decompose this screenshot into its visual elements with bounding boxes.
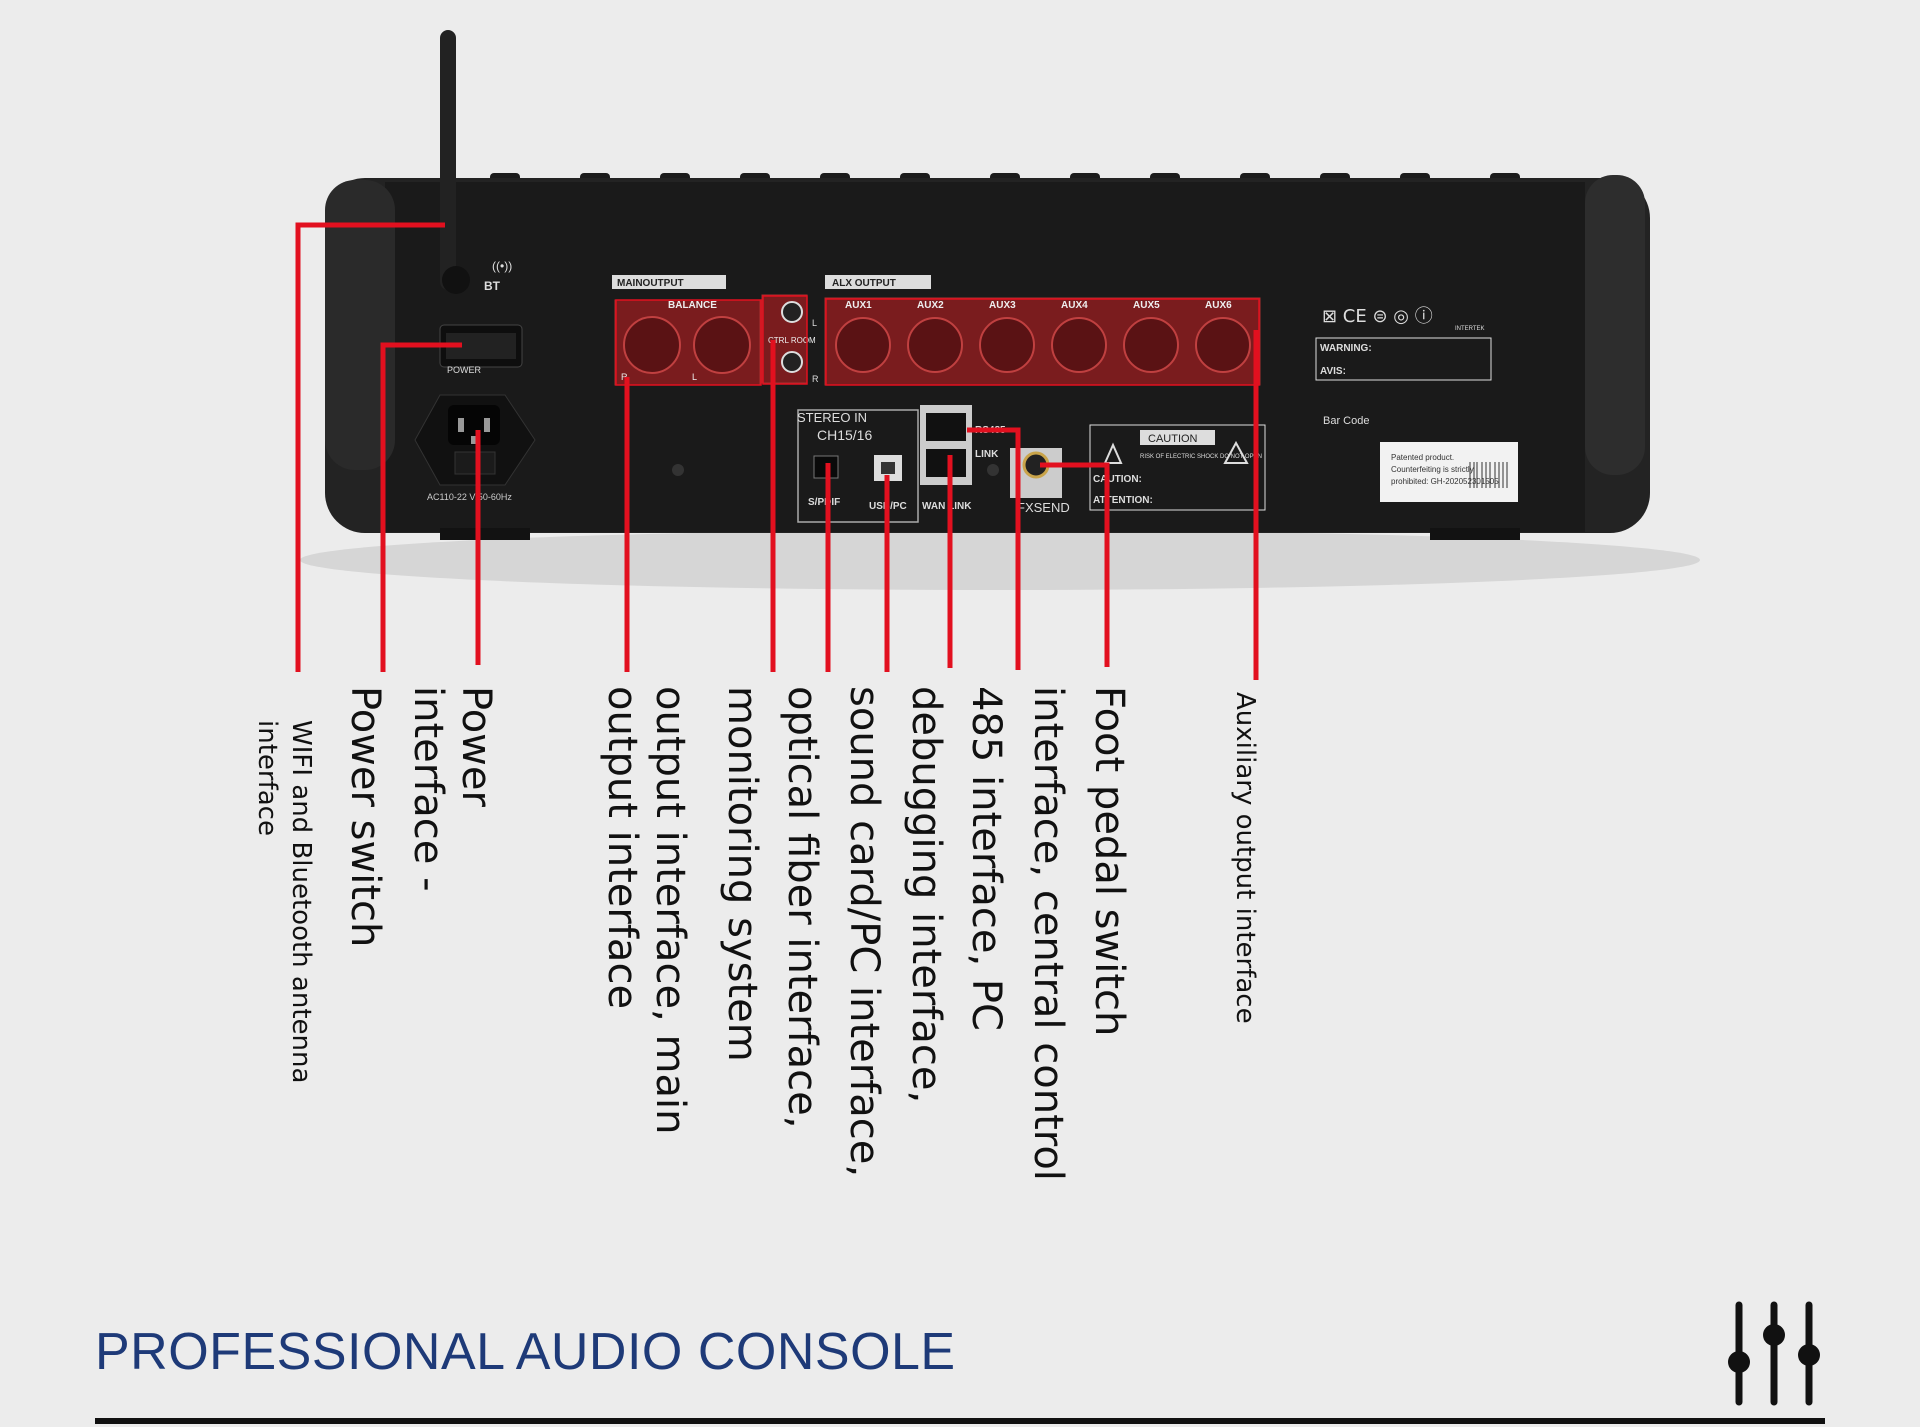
voltage-label: AC110-22 V/50-60Hz xyxy=(427,492,512,502)
stereo-in-box xyxy=(797,409,919,523)
certification-icons: ⊠ CE ⊜ ◎ ⓘ xyxy=(1322,306,1433,327)
barcode-lines xyxy=(1469,462,1508,488)
warning-box xyxy=(1315,337,1492,381)
sound-card-callout: sound card/PC interface, xyxy=(841,686,887,1178)
ch-label: CH15/16 xyxy=(817,427,872,443)
ctrl-r-label: R xyxy=(812,374,819,384)
footer-rule xyxy=(95,1418,1825,1424)
callout-lines xyxy=(295,222,1259,680)
aux-jacks: AUX1 AUX2 AUX3 AUX4 AUX5 AUX6 xyxy=(835,300,1251,373)
aux-label-3: AUX3 xyxy=(989,300,1016,311)
aux-label-6: AUX6 xyxy=(1205,300,1232,311)
lightning-warning-icon xyxy=(1103,442,1123,464)
aux-xlr-1[interactable] xyxy=(835,317,891,373)
balance-label: BALANCE xyxy=(668,300,717,311)
aux-label-5: AUX5 xyxy=(1133,300,1160,311)
page-title: PROFESSIONAL AUDIO CONSOLE xyxy=(95,1323,956,1381)
barcode-label: Bar Code xyxy=(1323,415,1369,427)
mixer-fader-icon xyxy=(1728,1301,1820,1406)
debugging-callout: debugging interface, xyxy=(903,686,949,1104)
patent-line2: Counterfeiting is strictly xyxy=(1391,465,1474,474)
power-switch-callout: Power switch xyxy=(342,686,388,948)
main-xlr-l[interactable] xyxy=(693,316,751,374)
patent-line1: Patented product. xyxy=(1391,453,1454,462)
floor-shadow xyxy=(300,530,1700,590)
bt-label: BT xyxy=(484,279,501,293)
right-end-cap xyxy=(1585,175,1645,475)
stereo-in-label: STEREO IN xyxy=(797,410,867,425)
avis-label: AVIS: xyxy=(1320,366,1346,377)
main-output-title: MAINOUTPUT xyxy=(617,278,684,289)
caution-label: CAUTION: xyxy=(1093,474,1142,485)
left-end-cap xyxy=(325,180,395,470)
fxsend-label: FXSEND xyxy=(1017,500,1070,515)
aux-label-1: AUX1 xyxy=(845,300,872,311)
aux-xlr-6[interactable] xyxy=(1195,317,1251,373)
ctrl-room-label: CTRL ROOM xyxy=(768,336,816,345)
aux-label-2: AUX2 xyxy=(917,300,944,311)
bt-wave-icon: ((•)) xyxy=(492,259,512,273)
main-output-callout: output interface, main output interface xyxy=(599,686,693,1135)
aux-output-title: ALX OUTPUT xyxy=(832,278,896,289)
aux-xlr-5[interactable] xyxy=(1123,317,1179,373)
caution-title: CAUTION xyxy=(1148,433,1198,445)
power-interface-callout: Power interface - xyxy=(405,686,499,892)
wan-link-port[interactable] xyxy=(926,449,966,477)
ctrl-room-l-jack[interactable] xyxy=(781,301,803,323)
ctrl-l-label: L xyxy=(812,318,817,328)
monitoring-callout: monitoring system xyxy=(719,686,765,1062)
central-control-callout: interface, central control xyxy=(1025,686,1071,1181)
attention-label: ATTENTION: xyxy=(1093,495,1153,506)
spdif-label: S/PDIF xyxy=(808,497,840,508)
ctrl-room-r-jack[interactable] xyxy=(781,351,803,373)
rs485-port[interactable] xyxy=(926,413,966,441)
rs485-callout: 485 interface, PC xyxy=(963,686,1009,1031)
power-switch-label: POWER xyxy=(447,365,482,375)
aux-output-callout: Auxiliary output interface xyxy=(1230,692,1260,1024)
aux-output-plate xyxy=(824,297,1261,386)
exclamation-warning-icon xyxy=(1223,440,1249,464)
patent-line3: prohibited: GH-202052301505 xyxy=(1391,477,1499,486)
optical-callout: optical fiber interface, xyxy=(779,686,825,1129)
main-l-label: L xyxy=(692,372,697,382)
main-xlr-r[interactable] xyxy=(623,316,681,374)
link-label: LINK xyxy=(975,449,999,460)
warning-label: WARNING: xyxy=(1320,343,1372,354)
aux-xlr-2[interactable] xyxy=(907,317,963,373)
aux-xlr-3[interactable] xyxy=(979,317,1035,373)
wifi-bluetooth-label: WIFI and Bluetooth antenna interface xyxy=(252,720,316,1084)
antenna xyxy=(440,30,456,290)
caution-sub: RISK OF ELECTRIC SHOCK DO NOT OPEN xyxy=(1140,454,1262,460)
foot-pedal-callout: Foot pedal switch xyxy=(1086,686,1132,1037)
intertek-label: INTERTEK xyxy=(1455,326,1485,332)
aux-xlr-4[interactable] xyxy=(1051,317,1107,373)
aux-label-4: AUX4 xyxy=(1061,300,1088,311)
wan-link-label: WAN LINK xyxy=(922,501,972,512)
